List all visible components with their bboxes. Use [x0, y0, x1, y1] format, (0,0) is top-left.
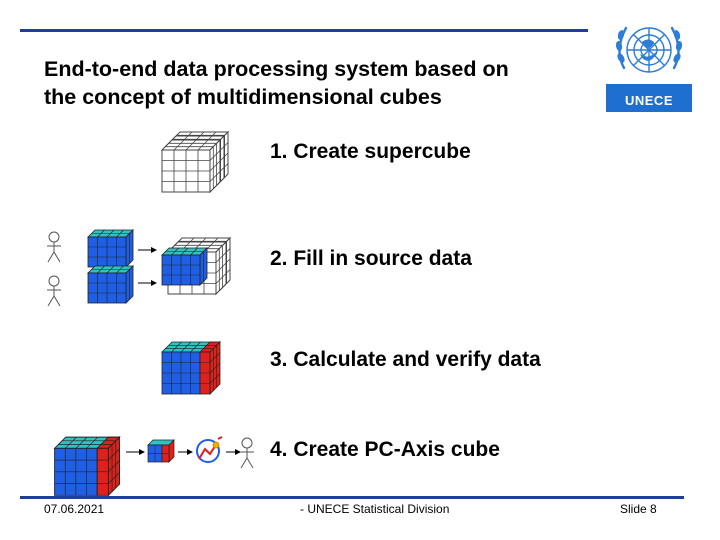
step4-pcaxis-flow: [54, 436, 255, 496]
step-3-label: 3. Calculate and verify data: [270, 348, 541, 371]
step-4-label: 4. Create PC-Axis cube: [270, 438, 500, 461]
slide-title: End-to-end data processing system based …: [44, 55, 584, 111]
footer-slide-number: Slide 8: [620, 502, 657, 516]
footer-organization: - UNECE Statistical Division: [300, 502, 450, 516]
logo-label: UNECE: [624, 93, 673, 108]
step-2-label: 2. Fill in source data: [270, 247, 472, 270]
step3-calculated-cube: [161, 341, 221, 395]
un-emblem-icon: [604, 12, 694, 112]
top-divider: [20, 29, 588, 32]
pcaxis-chart-icon: [196, 436, 223, 463]
step2-source-cubes: [46, 229, 231, 307]
step1-supercube: [161, 131, 229, 193]
slide-title-line-2: the concept of multidimensional cubes: [44, 85, 442, 109]
footer-date: 07.06.2021: [44, 502, 105, 516]
slide-title-line-1: End-to-end data processing system based …: [44, 57, 509, 81]
step-1-label: 1. Create supercube: [270, 140, 471, 163]
bottom-divider: [20, 496, 684, 499]
